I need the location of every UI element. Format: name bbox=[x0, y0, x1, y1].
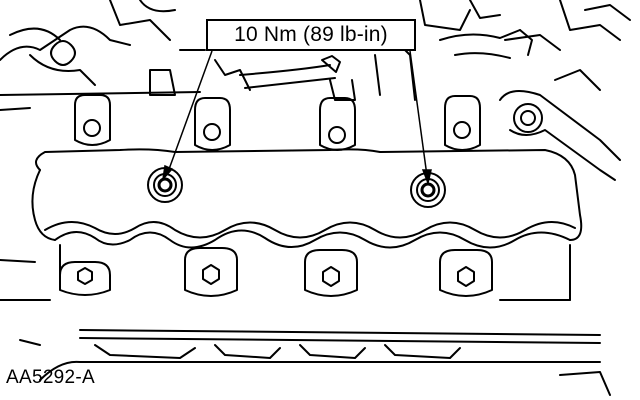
valve-cover bbox=[31, 148, 583, 301]
figure-id-label: AA5292-A bbox=[6, 367, 96, 388]
lower-bolt-row bbox=[0, 247, 571, 301]
torque-spec-label: 10 Nm (89 lb-in) bbox=[234, 23, 388, 46]
upper-engine-components bbox=[0, 0, 631, 111]
torque-callout: 10 Nm (89 lb-in) bbox=[206, 19, 416, 51]
coolant-hose bbox=[499, 69, 621, 181]
lower-rail bbox=[19, 329, 611, 396]
callout-leaders bbox=[161, 50, 432, 186]
